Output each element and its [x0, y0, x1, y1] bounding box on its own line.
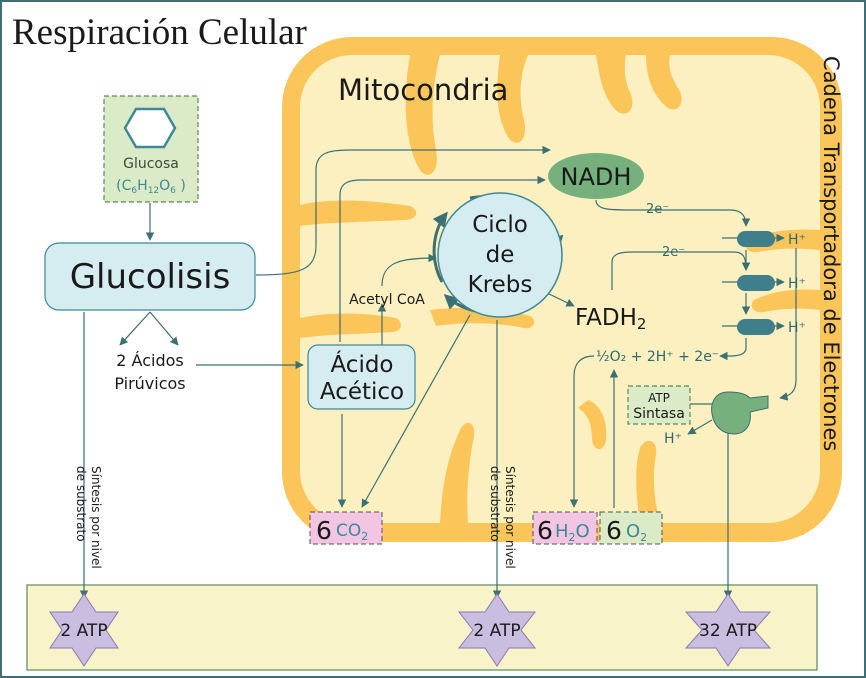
crista: [300, 313, 401, 338]
arrow-synthase-proton: [687, 419, 713, 435]
glycolysis-node: Glucolisis: [44, 242, 256, 311]
arrow-carrier3-reaction: [719, 338, 747, 361]
substrate-label-krebs: Síntesis por nivel de substrato: [488, 466, 517, 569]
atp-synthase: ATP Sintasa H⁺: [627, 385, 769, 447]
electron-transport-chain: H⁺ H⁺ H⁺: [737, 231, 806, 336]
fadh2-label: FADH2: [575, 305, 646, 333]
atp-yield-etc: 32 ATP: [699, 621, 757, 641]
arrow-fadh2-etc: [611, 251, 751, 290]
arrow-krebs-fadh2: [544, 291, 575, 307]
pyruvic-label-line1: 2 Ácidos: [116, 351, 183, 370]
crista: [636, 440, 660, 523]
crista: [440, 422, 475, 523]
h2o-formula: H2O: [555, 521, 590, 544]
substrate-label-krebs-line1: Síntesis por nivel: [503, 466, 517, 569]
arrow-glycolysis-pyruvic-right: [149, 311, 179, 346]
nadh-node: NADH: [548, 153, 644, 199]
krebs-cycle-node: Ciclo de Krebs: [437, 192, 563, 318]
atp-star-glycolysis: [49, 593, 119, 667]
glucose-box: Glucosa (C6H12O6 ): [103, 95, 199, 203]
proton-label-3: H⁺: [788, 320, 806, 336]
arrow-reaction-h2o: [569, 355, 595, 508]
pyruvic-label-line2: Pirúvicos: [114, 374, 185, 393]
krebs-label-line2: de: [486, 242, 515, 268]
carrier-protein-3: [737, 319, 775, 335]
atp-synthase-label-line2: Sintasa: [633, 406, 685, 422]
atp-yield-glycolysis: 2 ATP: [60, 621, 107, 641]
co2-box: 6 CO2: [309, 511, 383, 545]
atp-star-etc: [684, 593, 772, 667]
o2-box: 6 O2: [599, 511, 663, 545]
page-title: Respiración Celular: [12, 12, 307, 53]
connectors: [79, 145, 797, 599]
krebs-circle: [437, 192, 563, 318]
nadh-label: NADH: [561, 163, 632, 191]
o2-frame: [599, 511, 663, 545]
krebs-label-line3: Krebs: [468, 272, 533, 298]
h2o-box: 6 H2O: [532, 511, 598, 545]
arrow-krebs-co2: [361, 314, 471, 508]
arrow-acetic-nadh: [339, 175, 546, 342]
substrate-label-krebs-line2: de substrato: [488, 466, 502, 542]
nadh-ellipse: [548, 153, 644, 199]
proton-label-1: H⁺: [788, 232, 806, 248]
electron-label-fadh2: 2e⁻: [662, 245, 685, 260]
o2-coefficient: 6: [606, 516, 622, 545]
atp-synthase-icon: [711, 391, 769, 435]
electron-label-nadh: 2e⁻: [646, 202, 669, 217]
co2-formula: CO2: [336, 521, 368, 543]
substrate-label-glycolysis-line2: de substrato: [74, 466, 88, 542]
krebs-label-line1: Ciclo: [472, 212, 528, 238]
acetic-label-line2: Acético: [320, 379, 404, 405]
substrate-label-glycolysis-line1: Síntesis por nivel: [89, 466, 103, 569]
atp-stars: 2 ATP 2 ATP 32 ATP: [49, 593, 772, 667]
carrier-protein-2: [737, 275, 775, 291]
glucose-label: Glucosa: [123, 156, 179, 172]
o2-formula: O2: [626, 521, 647, 544]
carrier-protein-1: [737, 231, 775, 247]
water-formation-reaction: ½O₂ + 2H⁺ + 2e⁻: [596, 349, 719, 365]
crista: [596, 55, 633, 114]
substrate-label-glycolysis: Síntesis por nivel de substrato: [74, 466, 103, 569]
atp-yield-krebs: 2 ATP: [473, 621, 520, 641]
acetic-acid-box: [307, 344, 416, 410]
crista: [300, 200, 417, 226]
acetic-acid-node: Ácido Acético: [307, 344, 416, 410]
arrow-glycolysis-nadh: [255, 145, 551, 276]
co2-coefficient: 6: [316, 516, 332, 545]
hexagon-icon: [123, 107, 177, 149]
arrow-proton-gradient: [779, 248, 797, 401]
glucose-formula: (C6H12O6 ): [116, 178, 186, 196]
co2-frame: [309, 511, 383, 545]
crista: [497, 55, 528, 143]
glycolysis-box: [44, 242, 256, 311]
acetic-label-line1: Ácido: [330, 350, 393, 378]
acetyl-coa-label: Acetyl CoA: [349, 292, 425, 308]
crista: [751, 289, 820, 313]
crista: [405, 55, 440, 175]
h2o-coefficient: 6: [537, 516, 553, 545]
crista: [578, 400, 607, 449]
arrow-nadh-etc: [595, 199, 751, 227]
mitochondria-label: Mitocondria: [338, 73, 508, 107]
synthase-proton-label: H⁺: [664, 431, 682, 447]
atp-star-krebs: [457, 593, 537, 667]
proton-label-2: H⁺: [788, 276, 806, 292]
atp-synthase-label-line1: ATP: [648, 391, 670, 405]
crista: [646, 55, 682, 110]
arrow-acetylcoa-krebs: [381, 253, 437, 287]
atp-yield-band: [26, 584, 818, 671]
krebs-arrow-left: [432, 211, 448, 283]
etc-label: Cadena Transportadora de Electrones: [819, 56, 843, 451]
atp-synthase-label-box: [627, 385, 691, 425]
glycolysis-label: Glucolisis: [70, 257, 231, 297]
arrow-glycolysis-pyruvic-left: [119, 311, 151, 346]
h2o-frame: [532, 511, 598, 545]
